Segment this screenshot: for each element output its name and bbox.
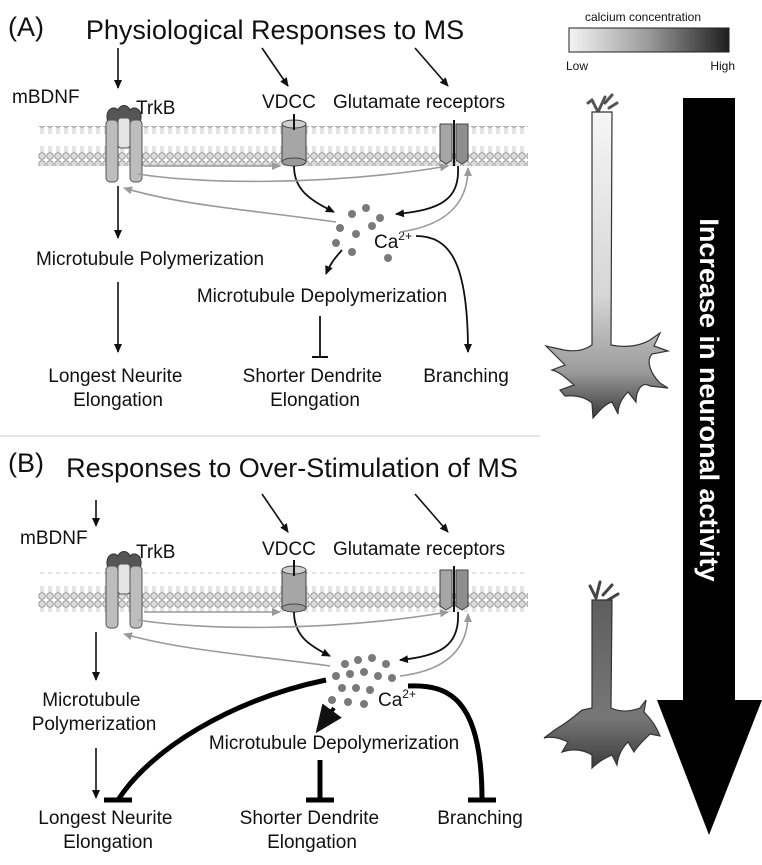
arrow-vdcc-to-ca-a bbox=[293, 165, 335, 213]
mbdnf-label-b: mBDNF bbox=[20, 528, 88, 549]
neuron-low-activity bbox=[544, 93, 671, 420]
calcium-label-b: Ca2+ bbox=[378, 687, 416, 711]
mt-poly-label-a: Microtubule Polymerization bbox=[36, 249, 264, 270]
calcium-ions-a bbox=[332, 204, 392, 262]
calcium-ions-b bbox=[328, 654, 396, 708]
inhibit-longest-neurite-b bbox=[115, 677, 327, 802]
panel-a-title: Physiological Responses to MS bbox=[86, 15, 464, 45]
arrow-glut-b bbox=[414, 493, 449, 533]
mt-depoly-label-a: Microtubule Depolymerization bbox=[197, 286, 447, 307]
arrow-ca-to-depoly-b bbox=[315, 703, 342, 734]
calcium-label-a: Ca2+ bbox=[374, 229, 412, 253]
panel-b-title: Responses to Over-Stimulation of MS bbox=[66, 453, 518, 483]
out-shorter-a: Shorter Dendrite Elongation bbox=[243, 366, 388, 411]
arrow-ca-to-branching-a bbox=[415, 235, 472, 353]
glutamate-receptor-a bbox=[439, 120, 469, 166]
trkb-receptor-a bbox=[105, 105, 143, 183]
glutamate-receptor-b bbox=[439, 566, 469, 612]
activity-arrow-shape bbox=[657, 98, 762, 835]
feedback-ca-to-glut-a bbox=[399, 167, 472, 233]
activity-arrow-label: Increase in neuronal activity bbox=[694, 218, 724, 581]
trkb-label-a: TrkB bbox=[136, 98, 175, 119]
arrow-vdcc-to-ca-b bbox=[293, 611, 331, 657]
mt-poly-label-b: Microtubule Polymerization bbox=[32, 690, 157, 735]
legend-high-label: High bbox=[710, 59, 735, 73]
panel-a: (A) Physiological Responses to MS mBDNF … bbox=[8, 12, 528, 411]
arrow-glut-a bbox=[414, 47, 449, 87]
trkb-receptor-b bbox=[105, 551, 143, 629]
mt-depoly-label-b: Microtubule Depolymerization bbox=[209, 733, 459, 754]
panel-b-letter: (B) bbox=[8, 448, 44, 478]
glutamate-label-b: Glutamate receptors bbox=[333, 539, 505, 560]
mbdnf-label-a: mBDNF bbox=[12, 87, 80, 108]
arrow-vdcc-a bbox=[261, 47, 289, 87]
vdcc-label-b: VDCC bbox=[262, 539, 316, 560]
out-branching-b: Branching bbox=[437, 808, 523, 829]
out-branching-a: Branching bbox=[423, 366, 509, 387]
legend-low-label: Low bbox=[566, 59, 588, 73]
legend-gradient-bar bbox=[568, 27, 730, 53]
out-shorter-b: Shorter Dendrite Elongation bbox=[240, 808, 385, 853]
feedback-ca-to-trkb-a bbox=[123, 186, 337, 223]
legend-title: calcium concentration bbox=[585, 10, 701, 24]
vdcc-label-a: VDCC bbox=[262, 92, 316, 113]
feedback-ca-to-trkb-b bbox=[123, 632, 331, 667]
feedback-trkb-to-glut-b bbox=[137, 609, 449, 629]
trkb-label-b: TrkB bbox=[136, 542, 175, 563]
arrow-ca-to-depoly-a bbox=[325, 249, 343, 275]
arrow-glut-to-ca-b bbox=[399, 611, 459, 664]
glutamate-label-a: Glutamate receptors bbox=[333, 92, 505, 113]
vdcc-channel-a bbox=[281, 114, 307, 167]
feedback-ca-to-glut-b bbox=[399, 613, 472, 677]
out-longest-b: Longest Neurite Elongation bbox=[38, 808, 177, 853]
neuron-high-activity bbox=[543, 580, 661, 770]
arrow-glut-to-ca-a bbox=[395, 165, 459, 218]
panel-a-letter: (A) bbox=[8, 12, 44, 42]
activity-arrow: Increase in neuronal activity bbox=[657, 98, 762, 835]
arrow-vdcc-b bbox=[261, 493, 289, 533]
feedback-trkb-to-glut-a bbox=[137, 163, 449, 183]
out-longest-a: Longest Neurite Elongation bbox=[48, 366, 187, 411]
panel-b: (B) Responses to Over-Stimulation of MS … bbox=[8, 448, 528, 853]
inhibit-branching-b bbox=[407, 683, 485, 801]
vdcc-channel-b bbox=[281, 560, 307, 613]
calcium-legend: calcium concentration Low High bbox=[566, 10, 735, 73]
